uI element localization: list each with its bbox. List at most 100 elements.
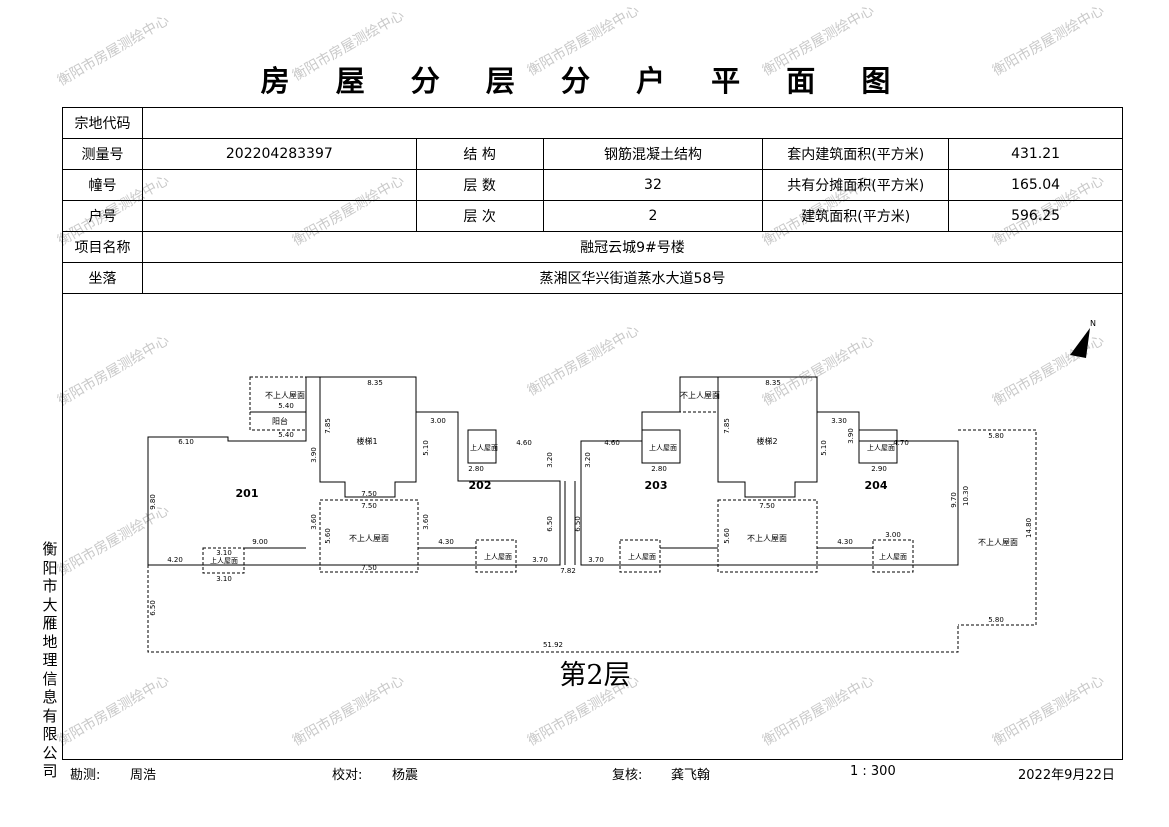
parcel-code-value xyxy=(141,107,1124,139)
roof-east xyxy=(958,429,1037,626)
roof-nonaccess-label: 不上人屋面 xyxy=(978,538,1018,547)
dim-label: 9.70 xyxy=(950,492,958,508)
checker-name: 杨震 xyxy=(392,768,419,783)
dim-label: 9.80 xyxy=(149,494,157,510)
north-arrow-icon: N xyxy=(1070,319,1096,358)
roof-small-2 xyxy=(641,429,681,464)
location-value: 蒸湘区华兴街道蒸水大道58号 xyxy=(141,262,1124,294)
roof-nonaccess-label: 不上人屋面 xyxy=(747,534,787,543)
roof-access-label: 上人屋面 xyxy=(867,443,895,452)
dim-label: 7.50 xyxy=(361,502,377,510)
surveyor-label: 勘测: xyxy=(70,768,101,783)
dim-label: 5.80 xyxy=(988,616,1004,624)
dim-label: 4.20 xyxy=(167,556,183,564)
dim-label: 5.80 xyxy=(988,432,1004,440)
inner-area-label: 套内建筑面积(平方米) xyxy=(762,138,950,170)
dim-label: 3.30 xyxy=(831,417,847,425)
dim-label: 4.30 xyxy=(837,538,853,546)
roof-access-label: 上人屋面 xyxy=(470,443,498,452)
dim-label: 2.90 xyxy=(871,465,887,473)
dim-label: 3.60 xyxy=(310,514,318,530)
surveyor-name: 周浩 xyxy=(130,768,157,783)
dim-label: 3.70 xyxy=(588,556,604,564)
unit-label-203: 203 xyxy=(645,479,668,492)
dim-label: 5.60 xyxy=(723,528,731,544)
floor-order-value: 2 xyxy=(542,200,764,232)
podium-outline xyxy=(147,565,959,653)
building-no-label: 幢号 xyxy=(62,169,143,201)
project-label: 项目名称 xyxy=(62,231,143,263)
dim-label: 7.50 xyxy=(361,490,377,498)
reviewer-name: 龚飞翰 xyxy=(671,768,711,783)
roof-access-right-1 xyxy=(619,539,661,573)
dim-label: 6.50 xyxy=(546,516,554,532)
project-value: 融冠云城9#号楼 xyxy=(141,231,1124,263)
roof-nonaccess-label: 不上人屋面 xyxy=(680,391,720,400)
stair-2-label: 楼梯2 xyxy=(756,436,777,446)
roof-access-label: 上人屋面 xyxy=(628,552,656,561)
dim-label: 7.50 xyxy=(759,502,775,510)
survey-no-label: 测量号 xyxy=(62,138,143,170)
dim-label: 3.20 xyxy=(584,452,592,468)
roof-access-label: 上人屋面 xyxy=(649,443,677,452)
dim-label: 8.35 xyxy=(765,379,781,387)
dim-label: 4.60 xyxy=(516,439,532,447)
dim-label: 51.92 xyxy=(543,641,563,649)
unit-203-lower xyxy=(717,499,818,573)
roof-small-1 xyxy=(467,429,497,464)
floor-order-label: 层 次 xyxy=(415,200,544,232)
dim-label: 6.50 xyxy=(574,516,582,532)
dim-label: 7.85 xyxy=(723,418,731,434)
survey-no-value: 202204283397 xyxy=(141,138,417,170)
unit-label-201: 201 xyxy=(236,487,259,500)
dim-label: 5.10 xyxy=(422,440,430,456)
roof-top-right xyxy=(679,376,719,413)
roof-access-label: 上人屋面 xyxy=(484,552,512,561)
stair-2-outline xyxy=(717,376,818,498)
unit-no-label: 户号 xyxy=(62,200,143,232)
structure-label: 结 构 xyxy=(415,138,544,170)
dim-label: 5.60 xyxy=(324,528,332,544)
roof-access-right-2 xyxy=(872,539,914,573)
roof-access-201 xyxy=(202,547,245,574)
roof-access-left xyxy=(475,539,517,573)
dim-label: 3.60 xyxy=(422,514,430,530)
dim-label: 5.10 xyxy=(820,440,828,456)
dim-label: 9.00 xyxy=(252,538,268,546)
dim-label: 10.30 xyxy=(962,486,970,506)
date: 2022年9月22日 xyxy=(1018,768,1115,783)
roof-access-label: 上人屋面 xyxy=(210,556,238,565)
unit-no-value xyxy=(141,200,417,232)
north-label: N xyxy=(1090,319,1096,328)
build-area-value: 596.25 xyxy=(948,200,1123,232)
stair-1-outline xyxy=(319,376,417,498)
stair-1-label: 楼梯1 xyxy=(356,436,377,446)
parcel-code-label: 宗地代码 xyxy=(62,107,143,139)
page-title: 房 屋 分 层 分 户 平 面 图 xyxy=(260,64,909,98)
dim-label: 3.70 xyxy=(532,556,548,564)
dim-label: 7.50 xyxy=(361,564,377,572)
unit-202-lower xyxy=(319,499,419,573)
location-label: 坐落 xyxy=(62,262,143,294)
floors-label: 层 数 xyxy=(415,169,544,201)
shared-area-value: 165.04 xyxy=(948,169,1123,201)
organization-name: 衡阳市大雁地理信息有限公司 xyxy=(42,540,58,780)
dim-label: 3.00 xyxy=(885,531,901,539)
dim-label: 14.80 xyxy=(1025,518,1033,538)
balcony-label: 阳台 xyxy=(272,416,288,426)
checker-label: 校对: xyxy=(332,768,363,783)
dim-label: 6.50 xyxy=(149,600,157,616)
scale: 1 : 300 xyxy=(850,764,896,779)
build-area-label: 建筑面积(平方米) xyxy=(762,200,950,232)
reviewer-label: 复核: xyxy=(612,768,643,783)
dim-label: 2.80 xyxy=(468,465,484,473)
roof-small-3 xyxy=(858,429,898,464)
roof-nonaccess-label: 不上人屋面 xyxy=(349,534,389,543)
dim-label: 3.10 xyxy=(216,549,232,557)
unit-label-202: 202 xyxy=(469,479,492,492)
dim-label: 4.60 xyxy=(604,439,620,447)
floor-label: 第2层 xyxy=(559,660,631,691)
dim-label: 4.70 xyxy=(893,439,909,447)
inner-area-value: 431.21 xyxy=(948,138,1123,170)
floors-value: 32 xyxy=(542,169,764,201)
